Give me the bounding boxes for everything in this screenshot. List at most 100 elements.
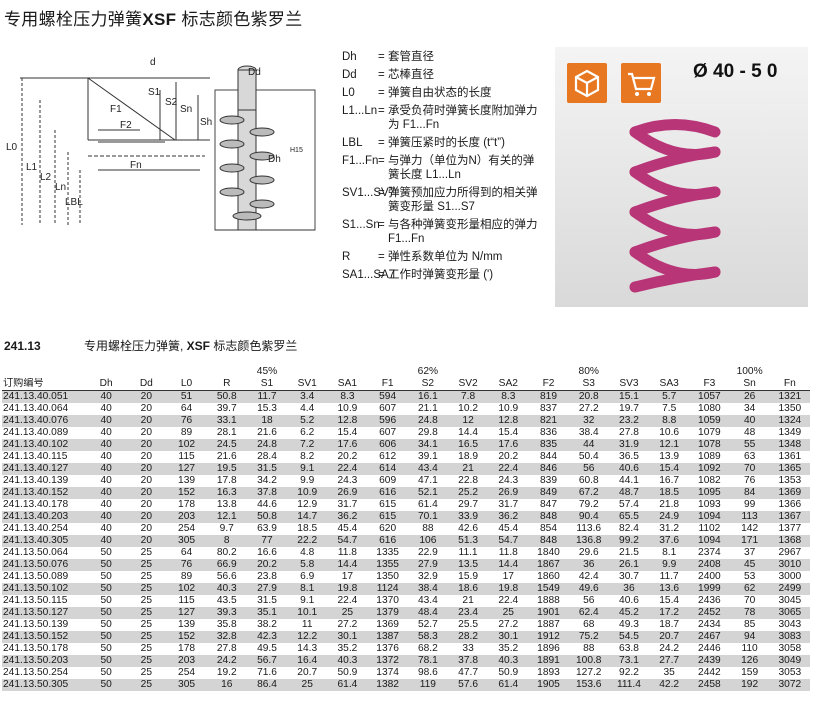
value-cell: 16.6: [257, 547, 277, 558]
value-cell: 42.4: [578, 571, 599, 582]
value-cell: 24.8: [246, 439, 288, 451]
value-cell: 13.8: [216, 499, 237, 510]
value-cell: 26: [729, 390, 770, 403]
value-cell: 1901: [528, 607, 569, 619]
legend-text: 芯棒直径: [388, 69, 434, 81]
value-cell: 61.4: [417, 499, 438, 510]
column-header: SV1: [287, 378, 328, 391]
value-cell: 40: [86, 415, 127, 427]
value-cell: 20.8: [568, 390, 609, 403]
value-cell: 1387: [367, 631, 408, 643]
value-cell: 3000: [778, 571, 802, 582]
value-cell: 20: [126, 535, 167, 547]
value-cell: 849: [528, 487, 569, 499]
value-cell: 1355: [367, 559, 408, 571]
order-number-cell: 241.13.40.152: [2, 487, 86, 499]
value-cell: 26.1: [608, 559, 650, 571]
value-cell: 10.9: [498, 403, 519, 414]
value-cell: 846: [528, 463, 569, 475]
label-d: d: [150, 57, 156, 68]
value-cell: 18.9: [458, 451, 478, 462]
value-cell: 49.6: [568, 583, 609, 595]
value-cell: 25: [140, 619, 152, 630]
value-cell: 20.2: [498, 451, 519, 462]
value-cell: 15.1: [608, 390, 650, 403]
value-cell: 1893: [537, 667, 560, 678]
value-cell: 23.8: [257, 571, 277, 582]
box-icon[interactable]: [567, 63, 607, 103]
legend-symbol: S1...Sn: [342, 219, 380, 231]
value-cell: 1888: [537, 595, 560, 606]
value-cell: 1366: [778, 499, 802, 510]
value-cell: 25: [126, 559, 167, 571]
value-cell: 1335: [376, 547, 399, 558]
cart-icon[interactable]: [621, 63, 661, 103]
value-cell: 3.4: [287, 390, 328, 403]
value-cell: 1324: [769, 415, 810, 427]
value-cell: 25: [140, 547, 152, 558]
value-cell: 20.2: [337, 451, 358, 462]
legend-text: 弹簧压紧时的长度 (t“t”): [388, 137, 505, 149]
value-cell: 48: [743, 427, 756, 438]
value-cell: 20: [126, 439, 167, 451]
value-cell: 43.5: [216, 595, 237, 606]
value-cell: 38.4: [578, 427, 599, 438]
value-cell: 139: [178, 475, 196, 486]
value-cell: 18.7: [659, 619, 680, 630]
title-bold: XSF: [142, 10, 177, 29]
value-cell: 8.1: [662, 547, 677, 558]
label-l0: L0: [6, 142, 18, 153]
value-cell: 16.4: [287, 655, 328, 667]
value-cell: 85: [743, 619, 756, 630]
value-cell: 5.8: [287, 559, 328, 571]
order-number-cell: 241.13.50.203: [2, 655, 86, 667]
value-cell: 71.6: [257, 667, 277, 678]
legend-item: L0=弹簧自由状态的长度: [342, 86, 542, 100]
value-cell: 40: [86, 487, 127, 499]
value-cell: 2400: [698, 571, 721, 582]
label-sh: Sh: [200, 117, 212, 128]
value-cell: 27.7: [649, 655, 690, 667]
value-cell: 50.8: [246, 511, 288, 523]
value-cell: 5.2: [287, 415, 328, 427]
value-cell: 8.3: [327, 390, 368, 403]
value-cell: 1372: [367, 655, 408, 667]
value-cell: 43.4: [407, 463, 448, 475]
value-cell: 55: [729, 439, 770, 451]
value-cell: 8.8: [649, 415, 690, 427]
value-cell: 39.7: [216, 403, 237, 414]
value-cell: 29.7: [458, 499, 478, 510]
value-cell: 17.6: [327, 439, 368, 451]
value-cell: 13.5: [447, 559, 489, 571]
value-cell: 1867: [528, 559, 569, 571]
order-number-cell: 241.13.40.115: [3, 451, 68, 462]
value-cell: 8.1: [287, 583, 328, 595]
column-header: SV2: [447, 378, 489, 391]
label-h15: H15: [290, 147, 303, 154]
value-cell: 1102: [698, 523, 721, 534]
value-cell: 594: [367, 390, 408, 403]
value-cell: 50: [100, 667, 112, 678]
column-header: Dd: [126, 378, 167, 391]
value-cell: 111.4: [608, 679, 650, 691]
value-cell: 23.2: [608, 415, 650, 427]
value-cell: 14.4: [458, 427, 478, 438]
value-cell: 17.2: [649, 607, 690, 619]
value-cell: 607: [379, 427, 397, 438]
value-cell: 20.7: [297, 667, 318, 678]
column-header: Dh: [86, 378, 127, 391]
value-cell: 84: [729, 487, 770, 499]
value-cell: 15.4: [498, 427, 519, 438]
column-header: Fn: [769, 378, 810, 391]
legend-equals: =: [378, 155, 385, 167]
column-header: SA3: [649, 378, 690, 391]
value-cell: 15.3: [257, 403, 277, 414]
column-header: S2: [407, 378, 448, 391]
value-cell: 82.4: [619, 523, 639, 534]
value-cell: 20: [140, 427, 152, 438]
column-header: F2: [528, 378, 569, 391]
value-cell: 1353: [778, 475, 802, 486]
